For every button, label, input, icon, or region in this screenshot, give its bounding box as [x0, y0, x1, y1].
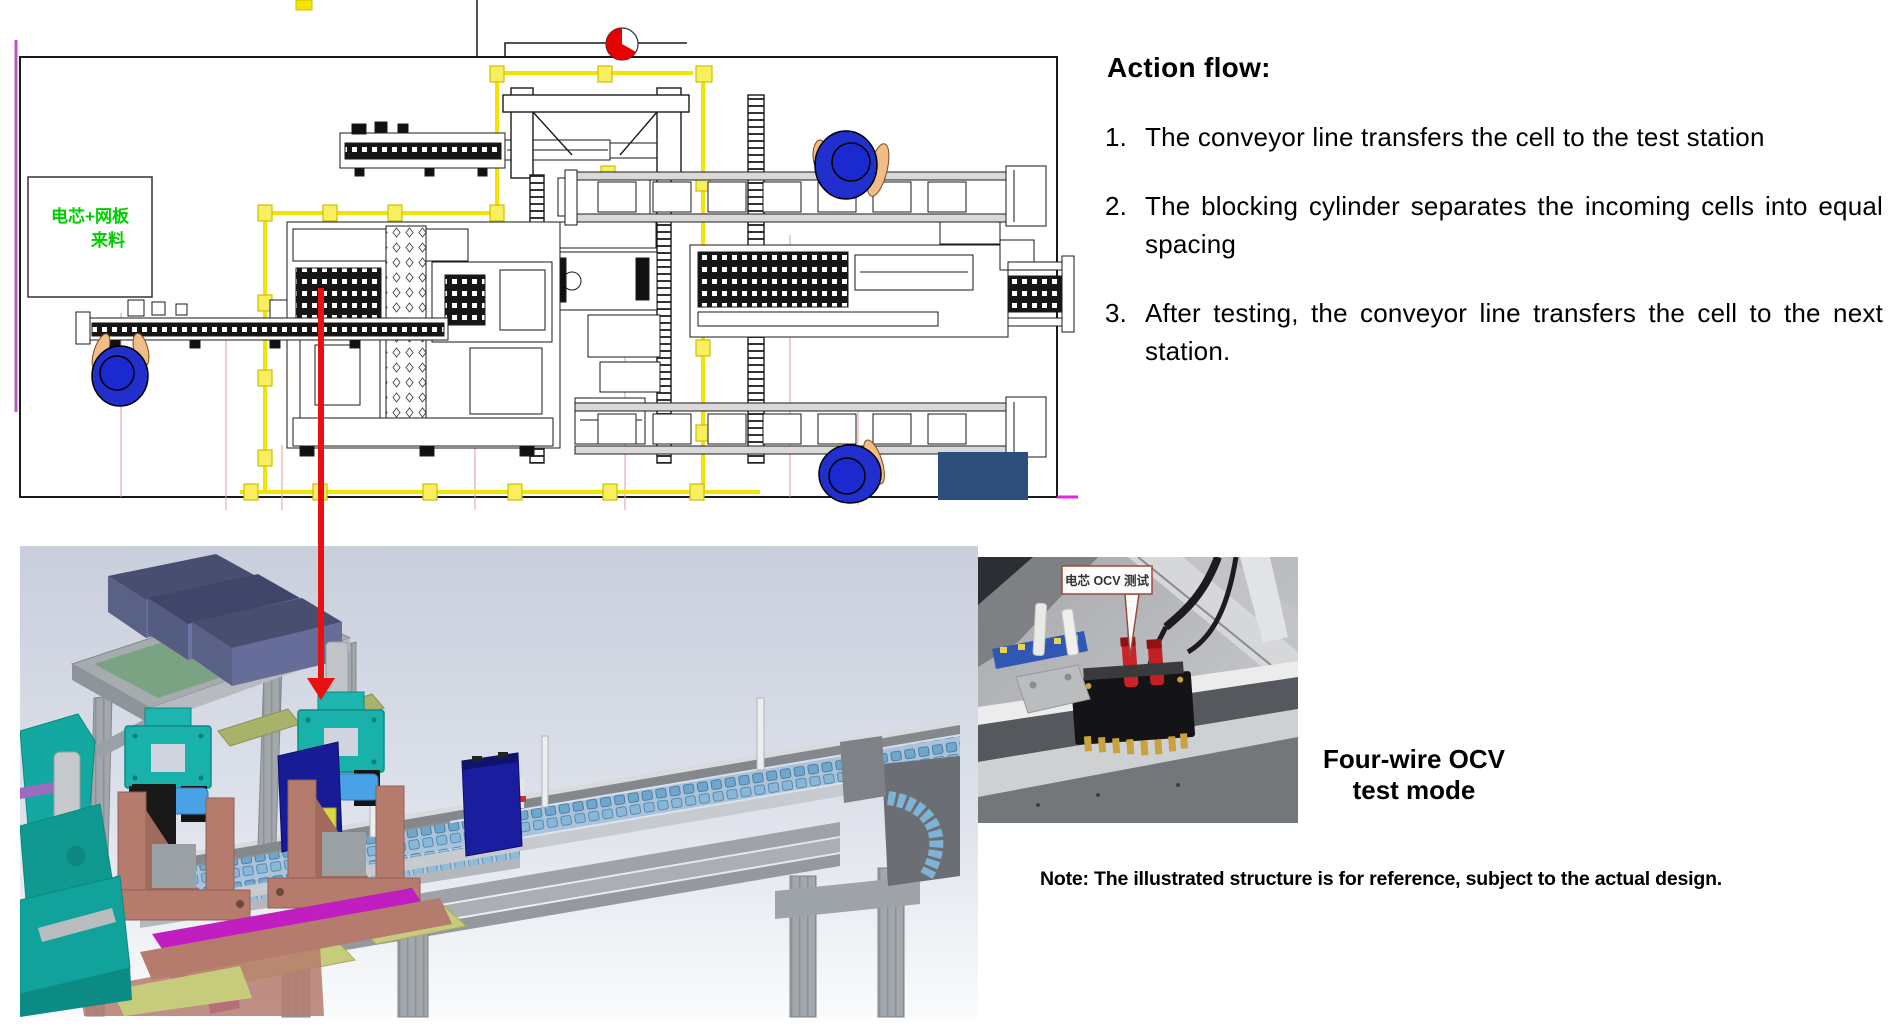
- left-teal-machine: [20, 713, 132, 1017]
- safety-fence: [240, 65, 760, 501]
- step-text: The conveyor line transfers the cell to …: [1145, 122, 1765, 152]
- plan-line: [504, 42, 687, 57]
- photo-callout: 电芯 OCV 测试: [1061, 565, 1153, 658]
- incoming-label-line2: 来料: [90, 230, 125, 250]
- step-text: After testing, the conveyor line transfe…: [1145, 298, 1883, 366]
- worker-left: [91, 332, 150, 407]
- red-arrow: [307, 288, 335, 700]
- worker-bottom: [818, 439, 885, 504]
- left-chain-conveyor: [75, 299, 449, 349]
- fence-post: [295, 0, 313, 11]
- photo-callout-label: 电芯 OCV 测试: [1065, 573, 1150, 588]
- electrical-boxes: [108, 554, 342, 686]
- incoming-label-line1: 电芯+网板: [51, 206, 130, 226]
- probe-fixture: [1032, 602, 1196, 756]
- action-flow-step-1: 1. The conveyor line transfers the cell …: [1105, 118, 1883, 156]
- small-pneumatic-2: [337, 773, 379, 801]
- salmon-base-front: [140, 898, 452, 980]
- ocv-probe-photo: 电芯 OCV 测试: [978, 557, 1298, 823]
- action-flow-step-2: 2. The blocking cylinder separates the i…: [1105, 187, 1883, 263]
- action-flow-block: Action flow: 1. The conveyor line transf…: [1105, 52, 1883, 401]
- ocv-test-machine: [689, 221, 1075, 338]
- incoming-material-box: 电芯+网板 来料: [27, 176, 153, 298]
- navy-block: [938, 452, 1028, 500]
- step-number: 1.: [1105, 122, 1128, 152]
- magenta-base-stripe: [152, 888, 424, 952]
- cad-plan-drawing: 电芯+网板 来料: [14, 0, 1078, 510]
- reference-note: Note: The illustrated structure is for r…: [1040, 868, 1723, 890]
- conveyor-end-unit: [840, 736, 960, 886]
- step-text: The blocking cylinder separates the inco…: [1145, 191, 1883, 259]
- red-pie-marker: [605, 27, 639, 61]
- step-number: 2.: [1105, 191, 1128, 221]
- caption-line2: test mode: [1352, 775, 1476, 805]
- step-number: 3.: [1105, 298, 1128, 328]
- photo-caption: Four-wire OCV test mode: [1298, 744, 1530, 806]
- action-flow-title: Action flow:: [1107, 52, 1271, 83]
- floor-plate-3: [112, 966, 252, 1016]
- action-flow-step-3: 3. After testing, the conveyor line tran…: [1105, 294, 1883, 370]
- worker-top: [812, 130, 890, 200]
- caption-line1: Four-wire OCV: [1322, 744, 1505, 774]
- 3d-machine-render: [20, 546, 978, 1018]
- battery-cell-on-conveyor: [461, 752, 523, 857]
